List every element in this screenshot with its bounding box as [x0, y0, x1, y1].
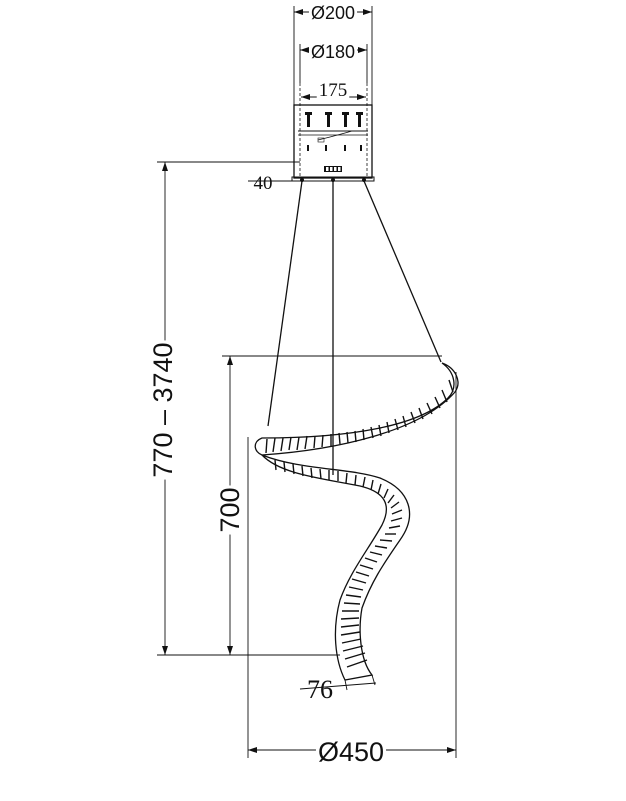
- band-width-label: 76: [307, 675, 333, 704]
- dimension-arrows: [162, 9, 456, 753]
- mount-spacing-label-background: [316, 80, 350, 101]
- mounting-screws: [305, 112, 363, 151]
- canopy-inner-diameter-label: Ø180: [311, 42, 355, 62]
- canopy: [291, 83, 375, 182]
- mount-spacing-label: 175: [319, 80, 348, 101]
- canopy-outer-diameter-label: Ø200: [311, 3, 355, 23]
- canopy-outer-diameter-label-background: [308, 3, 358, 23]
- canopy-height-label: 40: [254, 173, 273, 194]
- overall-diameter-label: Ø450: [318, 737, 384, 767]
- dimension-lines: [157, 6, 457, 758]
- total-height-label-background: [148, 340, 178, 480]
- lower-band-facets: [274, 459, 403, 668]
- overall-diameter-label-background: [315, 737, 387, 767]
- suspension-cables: [267, 180, 442, 475]
- spiral-height-label-background: [215, 485, 245, 535]
- spiral-height-label: 700: [215, 487, 245, 532]
- spiral-crystal-band: [254, 362, 459, 681]
- upper-band-facets: [265, 379, 454, 454]
- total-height-label: 770 – 3740: [148, 342, 178, 477]
- canopy-inner-diameter-label-background: [308, 42, 358, 62]
